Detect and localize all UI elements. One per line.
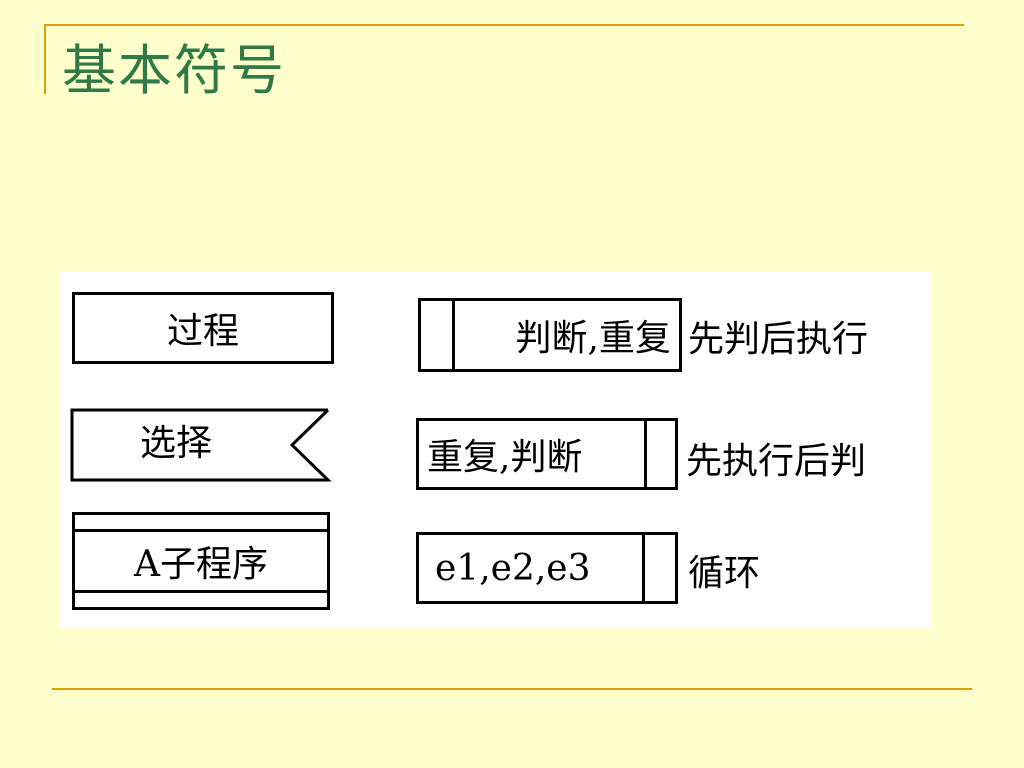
process-symbol: 过程: [72, 292, 334, 364]
loop-iterate-side-bar: [642, 532, 645, 604]
loop-test-first-side-bar: [452, 298, 455, 372]
bottom-accent-line: [52, 688, 972, 690]
slide-title: 基本符号: [62, 39, 286, 102]
loop-test-last-symbol: 重复,判断: [416, 418, 678, 490]
subroutine-label: A子程序: [134, 544, 268, 585]
selection-symbol: 选择: [70, 408, 332, 482]
subroutine-symbol: A子程序: [72, 512, 330, 610]
loop-test-first-symbol: 判断,重复: [418, 298, 682, 372]
loop-test-last-label: 重复,判断: [427, 437, 583, 478]
loop-iterate-description: 循环: [688, 553, 761, 594]
process-label: 过程: [166, 311, 239, 352]
subroutine-top-divider: [72, 529, 330, 532]
loop-test-first-label: 判断,重复: [515, 318, 671, 359]
diagram-panel: 过程 选择 A子程序 判断,重复 先判后执行 重复,判断 先执行后判 e1,e2…: [60, 272, 932, 628]
loop-iterate-label: e1,e2,e3: [435, 547, 591, 589]
loop-test-last-description: 先执行后判: [686, 441, 867, 482]
subroutine-bottom-divider: [72, 590, 330, 593]
top-accent-line: [44, 24, 964, 26]
loop-test-first-description: 先判后执行: [688, 319, 869, 360]
loop-test-last-side-bar: [644, 418, 647, 490]
selection-outline: [70, 408, 332, 482]
selection-label: 选择: [140, 423, 213, 464]
loop-iterate-symbol: e1,e2,e3: [416, 532, 678, 604]
left-accent-line: [44, 24, 46, 94]
